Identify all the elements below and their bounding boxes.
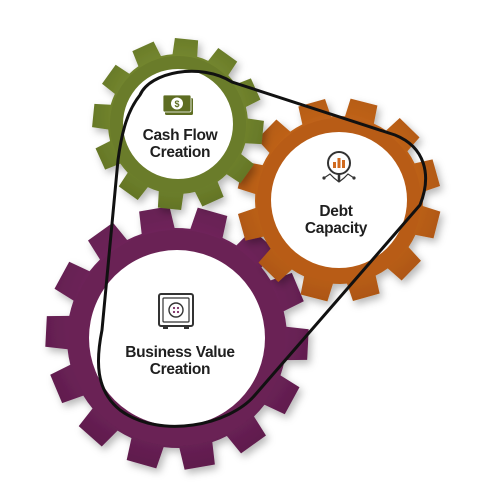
- debt-capacity-title-line1: Debt: [319, 203, 353, 220]
- business-value-title-line1: Business Value: [125, 344, 235, 361]
- money-icon: $: [162, 94, 193, 115]
- svg-text:$: $: [174, 99, 179, 109]
- gear-debt-capacity-face: [271, 132, 407, 268]
- debt-capacity-label: Debt Capacity: [286, 203, 386, 237]
- cash-flow-creation-label: Cash Flow Creation: [125, 127, 235, 161]
- cash-flow-title-line2: Creation: [149, 143, 211, 161]
- connector-loop: [97, 69, 428, 428]
- business-value-creation-label: Business Value Creation: [100, 344, 260, 378]
- gear-debt-capacity: [237, 98, 441, 302]
- gear-business-value-face: [89, 250, 265, 426]
- debt-capacity-title-line2: Capacity: [304, 219, 368, 237]
- gear-cash-flow: [92, 38, 264, 210]
- business-value-title-line2: Creation: [149, 360, 211, 378]
- cash-flow-title-line1: Cash Flow: [142, 127, 218, 144]
- magnifier-chart-icon: [322, 151, 356, 183]
- safe-icon: [158, 293, 194, 329]
- gear-business-value: [45, 206, 309, 470]
- gear-cash-flow-face: [123, 69, 233, 179]
